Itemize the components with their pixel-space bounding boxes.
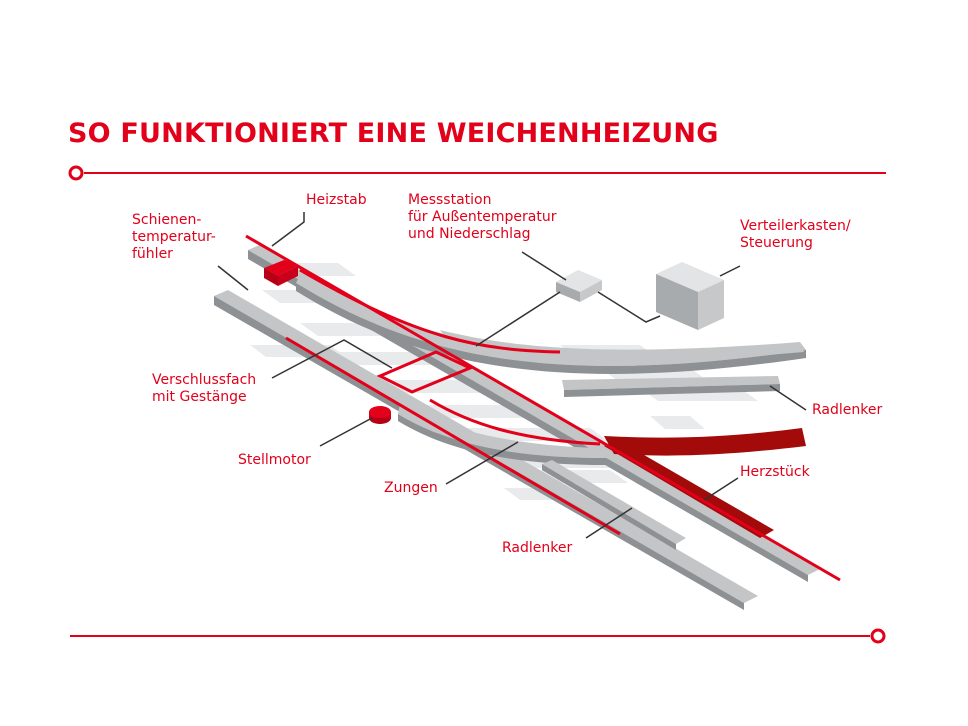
check-rail-right xyxy=(562,376,780,397)
frog-herzstueck xyxy=(604,428,806,538)
label-line: Schienen- xyxy=(132,212,202,228)
leader-radlenker-right xyxy=(769,385,807,411)
heating-rods xyxy=(245,234,841,582)
label-line: mit Gestänge xyxy=(152,389,247,405)
switch-motor xyxy=(369,406,391,424)
label-messstation: Messstation für Außentemperatur und Nied… xyxy=(408,192,556,243)
label-line: fühler xyxy=(132,246,173,262)
top-divider xyxy=(68,165,886,181)
leader-verteiler xyxy=(719,265,741,277)
leader-herzstueck xyxy=(703,477,739,501)
leader-lines xyxy=(217,212,807,539)
leader-messstation xyxy=(521,251,567,281)
page-title: SO FUNKTIONIERT EINE WEICHENHEIZUNG xyxy=(68,118,719,149)
leader-messstation-line xyxy=(475,291,561,347)
leader-heizstab xyxy=(271,212,305,247)
label-line: Messstation xyxy=(408,192,492,208)
leader-zungen xyxy=(445,441,519,485)
label-radlenker-right: Radlenker xyxy=(812,402,883,418)
label-verschlussfach: Verschlussfach mit Gestänge xyxy=(152,372,256,406)
leader-sensor xyxy=(217,265,249,291)
label-line: und Niederschlag xyxy=(408,226,531,242)
label-zungen: Zungen xyxy=(384,480,438,496)
label-stellmotor: Stellmotor xyxy=(238,452,311,468)
tongue-rail-lower xyxy=(398,404,606,465)
leader-stellmotor xyxy=(319,417,373,447)
check-rail-bottom xyxy=(542,460,686,550)
label-line: Verteilerkasten/ xyxy=(740,218,851,234)
label-line: Steuerung xyxy=(740,235,813,251)
label-line: temperatur- xyxy=(132,229,216,245)
distribution-cabinet xyxy=(656,262,724,330)
label-line: Verschlussfach xyxy=(152,372,257,388)
measuring-station-box xyxy=(556,270,602,302)
bottom-divider xyxy=(70,628,886,644)
label-radlenker-bottom: Radlenker xyxy=(502,540,573,556)
label-herzstueck: Herzstück xyxy=(740,464,810,480)
label-line: für Außentemperatur xyxy=(408,209,557,225)
leader-radlenker-bottom xyxy=(585,507,633,539)
sleeper xyxy=(650,416,705,429)
rail-temperature-sensor xyxy=(264,260,298,286)
leader-cabinet-link xyxy=(597,291,661,323)
leader-verschluss xyxy=(271,339,393,379)
label-verteilerkasten: Verteilerkasten/ Steuerung xyxy=(740,218,851,252)
label-heizstab: Heizstab xyxy=(306,192,367,208)
label-rail-temperature-sensor: Schienen- temperatur- fühler xyxy=(132,212,216,263)
curved-tongue xyxy=(440,330,804,362)
